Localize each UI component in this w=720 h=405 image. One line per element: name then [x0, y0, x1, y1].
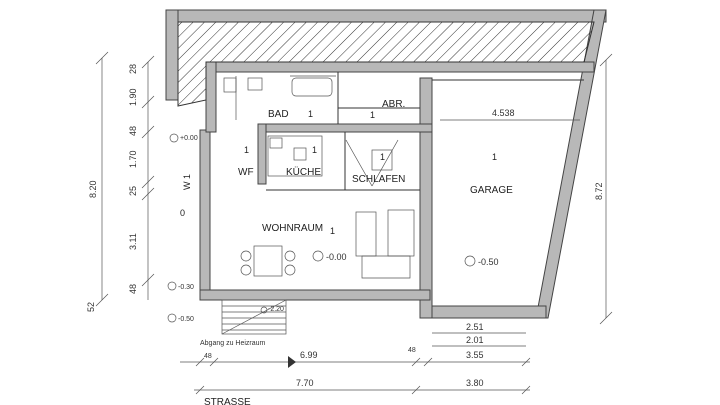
interior-partitions: [223, 72, 584, 191]
room-schlafen: SCHLAFEN: [352, 174, 405, 185]
dim-left-7: 52: [86, 302, 96, 312]
level-4: -0.30: [178, 284, 194, 291]
dim-bottom-2-1: 3.80: [466, 378, 484, 388]
hatched-terrace: [177, 21, 595, 107]
dim-left-4: 25: [128, 186, 138, 196]
dim-left-1: 1.90: [128, 88, 138, 106]
bottom-dimensions: [180, 332, 531, 395]
room-wf: WF: [238, 167, 254, 178]
dim-bottom-1-1: 6.99: [300, 350, 318, 360]
level-6: -2.20: [268, 306, 284, 313]
room-number-wohnraum: 1: [330, 226, 335, 236]
room-number-garage: 1: [492, 152, 497, 162]
dim-garage-bottom-2: 2.01: [466, 335, 484, 345]
outer-walls: [165, 9, 607, 319]
room-kueche: KÜCHE: [286, 166, 321, 178]
room-number-kueche: 1: [312, 145, 317, 155]
room-number-wf: 1: [244, 145, 249, 155]
dim-bottom-1-2: 48: [408, 347, 416, 354]
room-number-w1: 0: [180, 208, 185, 218]
room-w1: W 1: [182, 174, 192, 190]
dim-left-0: 28: [128, 64, 138, 74]
room-wohnraum: WOHNRAUM: [262, 223, 323, 234]
room-number-abr: 1: [370, 110, 375, 120]
dim-left-total: 8.20: [88, 180, 98, 198]
dim-garage-width: 4.538: [492, 108, 515, 118]
level-1: +0.00: [180, 135, 198, 142]
left-dimension-chain: [95, 51, 155, 307]
room-number-bad: 1: [308, 109, 313, 119]
level-2: -0.00: [326, 252, 347, 262]
street-label: STRASSE: [204, 397, 251, 405]
room-garage: GARAGE: [470, 185, 513, 196]
level-3: -0.50: [478, 257, 499, 267]
stair: [221, 299, 287, 335]
right-dimension: [599, 53, 613, 325]
level-5: -0.50: [178, 316, 194, 323]
dim-bottom-2-0: 7.70: [296, 378, 314, 388]
dim-left-5: 3.11: [128, 233, 138, 250]
dim-left-3: 1.70: [128, 150, 138, 168]
dim-right-total: 8.72: [594, 182, 604, 200]
room-bad: BAD: [268, 109, 289, 120]
dim-garage-bottom-1: 2.51: [466, 322, 484, 332]
dim-left-6: 48: [128, 284, 138, 294]
level-markers: [167, 133, 476, 323]
furniture: [240, 209, 415, 279]
dim-left-2: 48: [128, 126, 138, 136]
dim-bottom-1-3: 3.55: [466, 350, 484, 360]
stair-note: Abgang zu Heizraum: [200, 340, 266, 347]
dim-bottom-1-0: 48: [204, 353, 212, 360]
room-number-schlafen: 1: [380, 152, 385, 162]
room-abr: ABR.: [382, 99, 405, 110]
